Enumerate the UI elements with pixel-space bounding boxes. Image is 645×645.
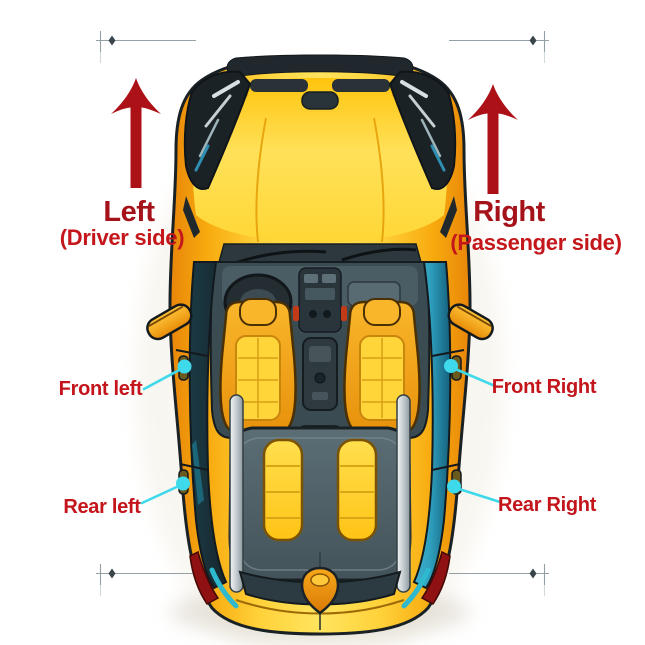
roof-hatch <box>228 426 412 582</box>
front-right-door-dot <box>444 359 458 373</box>
front-left-callout <box>142 359 192 391</box>
sunroof-panel-left <box>262 438 304 542</box>
car-body <box>142 54 498 636</box>
left-side-subheading: (Driver side) <box>59 225 185 250</box>
sunroof-panel-right <box>336 438 378 542</box>
crop-mark-bottom-right <box>448 563 550 597</box>
fender-trim-left <box>183 196 200 238</box>
wiper-right <box>341 247 417 262</box>
left-side-heading: Left <box>103 196 155 228</box>
rear-right-door-label: Rear Right <box>497 494 597 516</box>
front-left-door-dot <box>177 359 192 374</box>
hood <box>192 78 448 243</box>
headlight-right <box>389 70 457 191</box>
cabin-interior <box>209 261 431 443</box>
center-stack <box>298 267 342 333</box>
front-right-callout <box>444 359 497 388</box>
rear-left-door-dot <box>176 476 190 491</box>
rear-left-callout <box>140 476 190 505</box>
headlight-left <box>183 70 251 191</box>
rear-right-callout <box>447 479 502 504</box>
front-left-door-label: Front left <box>58 378 143 400</box>
windshield-cowl <box>217 243 423 267</box>
crop-mark-top-right <box>448 30 550 64</box>
crop-mark-top-left <box>95 30 197 64</box>
right-side-subheading: (Passenger side) <box>450 230 622 255</box>
front-right-door-label: Front Right <box>491 376 597 398</box>
fender-trim-right <box>440 196 457 238</box>
rear-emblem <box>300 566 340 630</box>
rear-right-door-dot <box>447 479 461 494</box>
rear-left-door-label: Rear left <box>63 496 141 518</box>
center-console <box>302 337 338 411</box>
side-glass-left-highlight <box>192 440 204 505</box>
left-direction-arrow <box>111 78 161 188</box>
roof-rail-left <box>229 394 244 593</box>
roof-rail-right <box>396 394 411 593</box>
right-side-heading: Right <box>473 196 545 228</box>
wiper-left <box>237 249 327 264</box>
right-direction-arrow <box>468 84 518 194</box>
